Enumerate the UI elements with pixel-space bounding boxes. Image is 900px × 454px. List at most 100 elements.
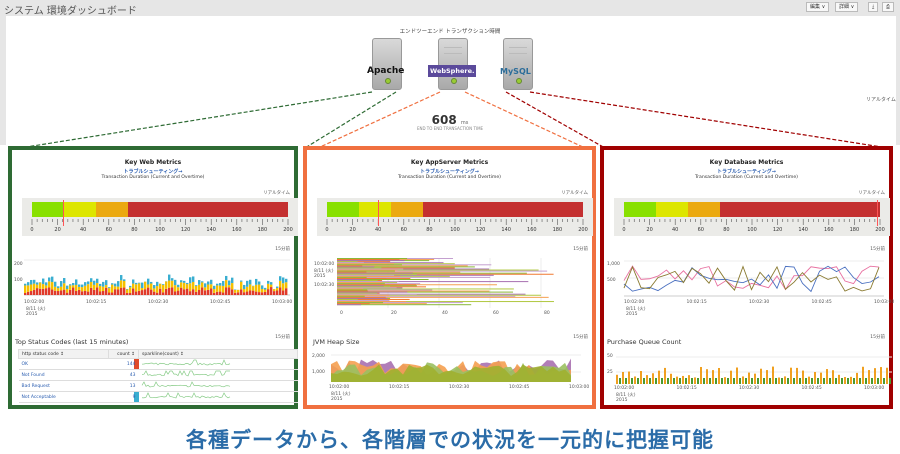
- queue-bar: [649, 378, 651, 384]
- y-tick-label: 500: [607, 278, 616, 283]
- sparkline: [142, 370, 232, 378]
- column-header[interactable]: count ↕: [109, 350, 139, 359]
- gauge-band: [32, 202, 64, 217]
- queue-bar: [742, 376, 744, 384]
- bar-segment: [207, 281, 209, 284]
- troubleshooting-link[interactable]: トラブルシューティング→: [307, 168, 592, 175]
- queue-bar: [865, 378, 867, 384]
- bar-segment: [267, 289, 269, 295]
- bar-segment: [153, 292, 155, 295]
- bar-segment: [177, 285, 179, 287]
- bar-segment: [93, 285, 95, 290]
- bar-segment: [111, 293, 113, 295]
- queue-bar: [676, 377, 678, 384]
- bar-segment: [120, 288, 122, 295]
- year-label: 2015: [331, 397, 342, 402]
- time-tick-label: 10:02:30: [749, 300, 769, 305]
- bar-segment: [240, 281, 242, 282]
- column-header[interactable]: sparkline(count) ↕: [139, 350, 298, 359]
- bar-segment: [186, 283, 188, 284]
- sparkline-cell: [139, 370, 298, 381]
- bar-segment: [174, 280, 176, 285]
- queue-bar: [874, 368, 876, 384]
- queue-bar: [634, 376, 636, 384]
- duration-bar: [337, 269, 403, 270]
- time-tick-label: 10:03:00: [874, 300, 894, 305]
- troubleshooting-link[interactable]: トラブルシューティング→: [604, 168, 889, 175]
- gauge-tick-label: 20: [646, 227, 652, 233]
- status-code-link[interactable]: OK: [19, 359, 109, 370]
- gauge-current-marker: [378, 200, 379, 226]
- bar-segment: [132, 284, 134, 289]
- bar-segment: [282, 283, 284, 290]
- queue-bar: [685, 378, 687, 384]
- time-tick-label: 10:02:45: [210, 300, 230, 305]
- queue-bar: [862, 367, 864, 384]
- bar-segment: [180, 282, 182, 287]
- time-tick-label: 10:02:15: [389, 385, 409, 390]
- bar-segment: [69, 290, 71, 295]
- queue-bar: [718, 368, 720, 384]
- bar-segment: [249, 290, 251, 295]
- gauge-tick-label: 180: [553, 227, 563, 233]
- bar-segment: [201, 287, 203, 295]
- bar-segment: [195, 285, 197, 286]
- gauge-current-marker: [877, 200, 878, 226]
- x-tick-label: 60: [493, 311, 499, 316]
- queue-bar: [877, 378, 879, 384]
- bar-segment: [42, 289, 44, 295]
- bar-segment: [258, 281, 260, 284]
- bar-segment: [267, 284, 269, 289]
- status-code-link[interactable]: Bad Request: [19, 381, 109, 392]
- queue-bar: [760, 369, 762, 384]
- queue-bar: [619, 378, 621, 384]
- jvm-heap-title: JVM Heap Size: [313, 338, 359, 346]
- bar-segment: [264, 288, 266, 290]
- queue-bar: [766, 370, 768, 384]
- bar-segment: [246, 287, 248, 292]
- bar-segment: [156, 286, 158, 293]
- queue-bar: [658, 371, 660, 384]
- bar-segment: [141, 283, 143, 288]
- queue-bar: [652, 373, 654, 384]
- sparkline-cell: [139, 392, 298, 403]
- panel-title: Key Web Metrics: [12, 159, 294, 166]
- bar-segment: [96, 279, 98, 283]
- bar-segment: [225, 276, 227, 280]
- troubleshooting-link[interactable]: トラブルシューティング→: [12, 168, 294, 175]
- queue-bar: [790, 368, 792, 384]
- duration-bar: [337, 276, 400, 277]
- bar-segment: [273, 289, 275, 291]
- bar-segment: [234, 293, 236, 295]
- bar-segment: [123, 288, 125, 295]
- bar-segment: [147, 284, 149, 287]
- bar-segment: [117, 289, 119, 295]
- table-row[interactable]: Bad Request 13: [19, 381, 298, 392]
- duration-bar: [337, 264, 402, 265]
- bar-segment: [33, 284, 35, 290]
- bar-segment: [114, 286, 116, 289]
- bar-segment: [117, 287, 119, 290]
- year-label: 2015: [26, 312, 37, 317]
- jvm-heap-area-chart: [331, 350, 581, 382]
- time-range-label: 15分前: [870, 246, 885, 252]
- bar-segment: [24, 293, 26, 295]
- bar-segment: [84, 286, 86, 291]
- bar-segment: [90, 282, 92, 288]
- queue-bar: [811, 378, 813, 384]
- column-header[interactable]: http status code ↕: [19, 350, 109, 359]
- bar-segment: [135, 284, 137, 291]
- status-code-link[interactable]: Not Acceptable: [19, 392, 109, 403]
- bar-segment: [225, 280, 227, 287]
- bar-segment: [237, 290, 239, 293]
- count-value: 13: [130, 384, 136, 389]
- bar-segment: [204, 290, 206, 295]
- bar-segment: [210, 288, 212, 295]
- status-code-link[interactable]: Not Found: [19, 370, 109, 381]
- bar-segment: [141, 290, 143, 295]
